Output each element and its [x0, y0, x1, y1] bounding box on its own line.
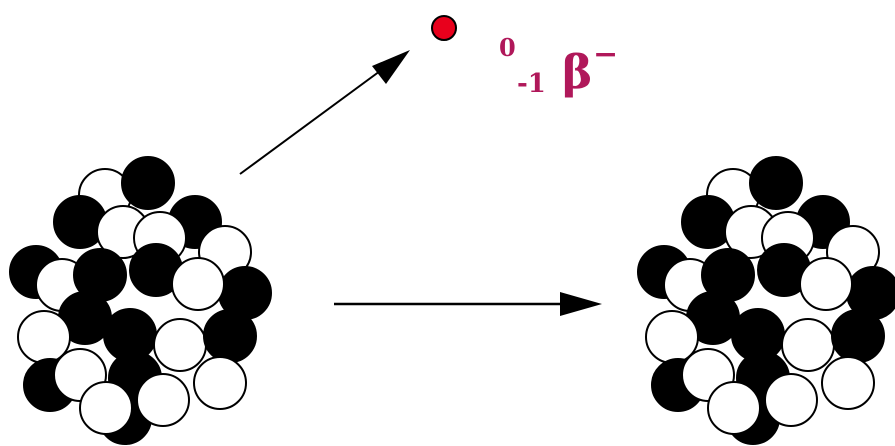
proton	[136, 373, 190, 427]
proton	[821, 356, 875, 410]
beta-label: 0 -1 β −	[499, 33, 618, 99]
proton	[79, 381, 133, 435]
neutron	[749, 156, 803, 210]
parent-nucleus	[9, 156, 272, 445]
beta-charge-sign: −	[593, 37, 618, 72]
proton	[153, 318, 207, 372]
proton	[171, 257, 225, 311]
daughter-nucleus	[637, 156, 895, 445]
proton	[764, 373, 818, 427]
beta-charge-number: -1	[517, 69, 546, 99]
beta-symbol: β	[562, 45, 593, 99]
emission-arrow	[239, 50, 410, 175]
reaction-arrow	[334, 292, 602, 316]
neutron	[203, 309, 257, 363]
neutron	[831, 309, 885, 363]
beta-mass-number: 0	[499, 33, 516, 62]
proton	[193, 356, 247, 410]
neutron	[121, 156, 175, 210]
proton	[781, 318, 835, 372]
proton	[707, 381, 761, 435]
beta-particle	[431, 15, 457, 41]
proton	[799, 257, 853, 311]
